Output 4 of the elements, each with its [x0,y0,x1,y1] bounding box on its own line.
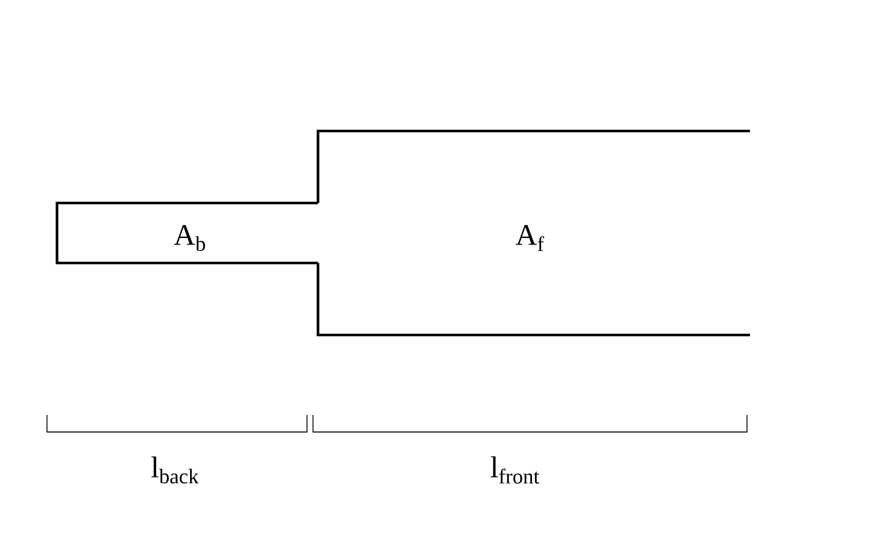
dimension-label: l$_{back}$ [151,456,199,484]
tube-section: A$_{b}$ [56,202,318,264]
tube-section: A$_{f}$ [316,130,750,336]
dimension-label: l$_{front}$ [490,456,540,484]
